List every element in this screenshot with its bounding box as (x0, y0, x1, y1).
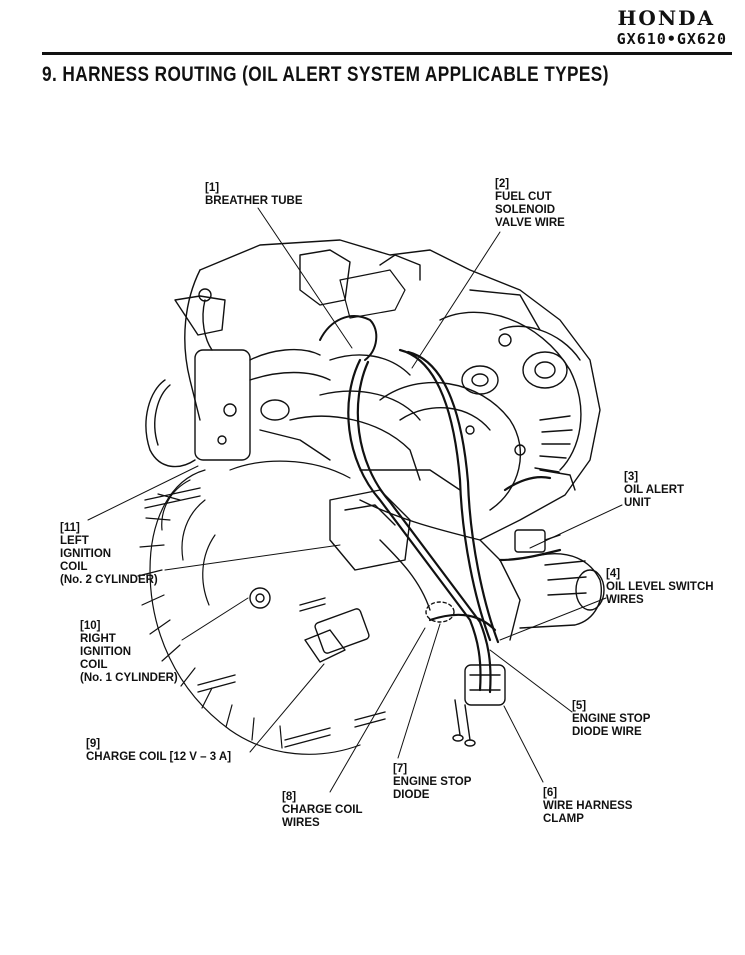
header-rule (42, 52, 732, 55)
callout-text: FUEL CUT (495, 191, 552, 203)
callout-number: [5] (572, 700, 587, 712)
callout-text: BREATHER TUBE (205, 195, 303, 207)
callout-text: OIL ALERT (624, 484, 685, 496)
page-title: 9. HARNESS ROUTING (OIL ALERT SYSTEM APP… (42, 63, 609, 86)
callout-text: WIRES (606, 594, 644, 606)
callout-number: [8] (282, 791, 297, 803)
callout-text: DIODE (393, 789, 430, 801)
callout-number: [6] (543, 787, 558, 799)
oil-alert-unit-shape (514, 469, 576, 553)
leader-lines (87, 207, 623, 793)
callout-number: [9] (86, 738, 101, 750)
callout-right-ignition-coil: [10] RIGHT IGNITION COIL (No. 1 CYLINDER… (80, 620, 178, 685)
callout-number: [2] (495, 178, 510, 190)
callout-breather-tube: [1] BREATHER TUBE (205, 182, 303, 208)
callout-wire-harness-clamp: [6] WIRE HARNESS CLAMP (543, 787, 632, 826)
engine-block (184, 239, 601, 641)
callout-text: ENGINE STOP (572, 713, 651, 725)
callout-text: COIL (60, 561, 88, 573)
callout-fuel-cut-solenoid-valve-wire: [2] FUEL CUT SOLENOID VALVE WIRE (495, 178, 565, 230)
callout-text: IGNITION (60, 548, 112, 560)
callout-engine-stop-diode: [7] ENGINE STOP DIODE (393, 763, 471, 802)
model-number: GX610•GX620 (616, 30, 727, 48)
honda-logo: HONDA (617, 6, 715, 30)
wire-harness (347, 348, 562, 694)
callout-text: DIODE WIRE (572, 726, 642, 738)
carburetor-assembly (145, 288, 331, 468)
callout-text: VALVE WIRE (495, 217, 565, 229)
starter-motor (519, 553, 605, 629)
callout-text: (No. 1 CYLINDER) (80, 672, 178, 684)
callout-number: [7] (393, 763, 408, 775)
callout-text: CHARGE COIL (282, 804, 363, 816)
callout-text: ENGINE STOP (393, 776, 472, 788)
callout-oil-level-switch-wires: [4] OIL LEVEL SWITCH WIRES (606, 568, 714, 607)
callout-text: WIRES (282, 817, 320, 829)
callout-text: IGNITION (80, 646, 132, 658)
callout-text: CLAMP (543, 813, 584, 825)
callout-text: UNIT (624, 497, 651, 509)
callout-number: [1] (205, 182, 220, 194)
callout-text: WIRE HARNESS (543, 800, 633, 812)
ignition-coils (249, 489, 411, 663)
callout-charge-coil: [9] CHARGE COIL [12 V – 3 A] (86, 738, 231, 764)
callout-text: (No. 2 CYLINDER) (60, 574, 158, 586)
harness-clamp (452, 664, 506, 747)
callout-oil-alert-unit: [3] OIL ALERT UNIT (624, 471, 684, 510)
callout-number: [10] (80, 620, 101, 632)
callout-engine-stop-diode-wire: [5] ENGINE STOP DIODE WIRE (572, 700, 650, 739)
callout-text: OIL LEVEL SWITCH (606, 581, 714, 593)
callout-text: LEFT (60, 535, 89, 547)
callout-number: [11] (60, 522, 80, 534)
callout-text: SOLENOID (495, 204, 556, 216)
flywheel-fins (137, 460, 361, 755)
callout-number: [3] (624, 471, 639, 483)
callout-text: CHARGE COIL [12 V – 3 A] (86, 751, 232, 763)
callout-number: [4] (606, 568, 621, 580)
callout-charge-coil-wires: [8] CHARGE COIL WIRES (282, 791, 363, 830)
breather-tube-shape (319, 315, 378, 361)
bolts (144, 487, 386, 748)
callout-text: COIL (80, 659, 108, 671)
callout-text: RIGHT (80, 633, 116, 645)
callout-left-ignition-coil: [11] LEFT IGNITION COIL (No. 2 CYLINDER) (60, 522, 158, 587)
engine-stop-diode-shape (425, 601, 455, 623)
